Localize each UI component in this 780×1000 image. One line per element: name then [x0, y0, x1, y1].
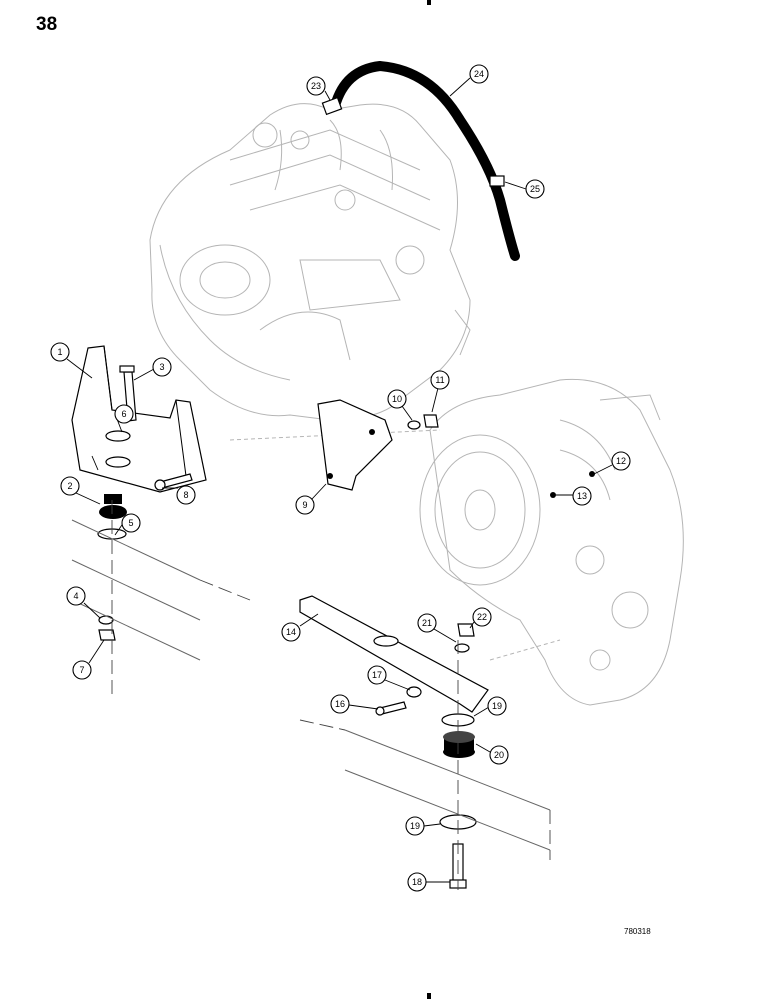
- callout-24: 24: [469, 64, 489, 84]
- callout-19-upper: 19: [487, 696, 507, 716]
- callout-12: 12: [611, 451, 631, 471]
- callout-23-label: 23: [311, 81, 321, 91]
- callout-12-label: 12: [616, 456, 626, 466]
- callout-19-lower: 19: [405, 816, 425, 836]
- callout-24-label: 24: [474, 69, 484, 79]
- callout-3: 3: [152, 357, 172, 377]
- page-number: 38: [36, 14, 58, 35]
- hose: [330, 60, 520, 261]
- rear-mount-plate: [299, 595, 489, 716]
- callout-2-label: 2: [67, 481, 72, 491]
- callout-9-label: 9: [302, 500, 307, 510]
- callout-7: 7: [72, 660, 92, 680]
- callout-8: 8: [176, 485, 196, 505]
- rear-isolator-stack: [439, 640, 477, 890]
- callout-14: 14: [281, 622, 301, 642]
- fitting-23: [321, 96, 343, 116]
- callout-4: 4: [66, 586, 86, 606]
- callout-17: 17: [367, 665, 387, 685]
- side-bracket: [317, 399, 439, 491]
- fitting-25: [489, 175, 505, 187]
- frame-rail-right: [299, 719, 551, 860]
- callout-10-label: 10: [392, 394, 402, 404]
- callout-10: 10: [387, 389, 407, 409]
- callout-20: 20: [489, 745, 509, 765]
- callout-25-label: 25: [530, 184, 540, 194]
- callout-13-label: 13: [577, 491, 587, 501]
- front-isolator-stack: [97, 494, 127, 700]
- page-mark-top: [427, 0, 431, 5]
- callout-21: 21: [417, 613, 437, 633]
- callout-14-label: 14: [286, 627, 296, 637]
- callout-25: 25: [525, 179, 545, 199]
- callout-11: 11: [430, 370, 450, 390]
- callout-1-label: 1: [57, 347, 62, 357]
- callout-1: 1: [50, 342, 70, 362]
- callout-17-label: 17: [372, 670, 382, 680]
- callout-6-label: 6: [121, 409, 126, 419]
- callout-13: 13: [572, 486, 592, 506]
- drawing-code: 780318: [624, 927, 651, 936]
- callout-11-label: 11: [435, 375, 444, 385]
- callout-5-label: 5: [128, 518, 133, 528]
- callout-5: 5: [121, 513, 141, 533]
- callout-22: 22: [472, 607, 492, 627]
- callout-16: 16: [330, 694, 350, 714]
- callout-4-label: 4: [73, 591, 78, 601]
- callout-9: 9: [295, 495, 315, 515]
- callout-20-label: 20: [494, 750, 504, 760]
- frame-rail-left: [71, 519, 251, 661]
- callout-6: 6: [114, 404, 134, 424]
- transmission-phantom: [419, 378, 684, 706]
- callout-8-label: 8: [183, 490, 188, 500]
- engine-phantom: [149, 103, 471, 421]
- hose-assembly: [321, 60, 520, 261]
- callout-16-label: 16: [335, 699, 345, 709]
- callout-7-label: 7: [79, 665, 84, 675]
- callout-18-label: 18: [412, 877, 422, 887]
- callout-22-label: 22: [477, 612, 487, 622]
- front-mount-bracket: [71, 345, 207, 493]
- page-mark-bottom: [427, 993, 431, 999]
- callout-23: 23: [306, 76, 326, 96]
- callout-18: 18: [407, 872, 427, 892]
- callout-19-lower-label: 19: [410, 821, 420, 831]
- callout-3-label: 3: [159, 362, 164, 372]
- callout-19-upper-label: 19: [492, 701, 502, 711]
- callout-2: 2: [60, 476, 80, 496]
- callout-21-label: 21: [422, 618, 432, 628]
